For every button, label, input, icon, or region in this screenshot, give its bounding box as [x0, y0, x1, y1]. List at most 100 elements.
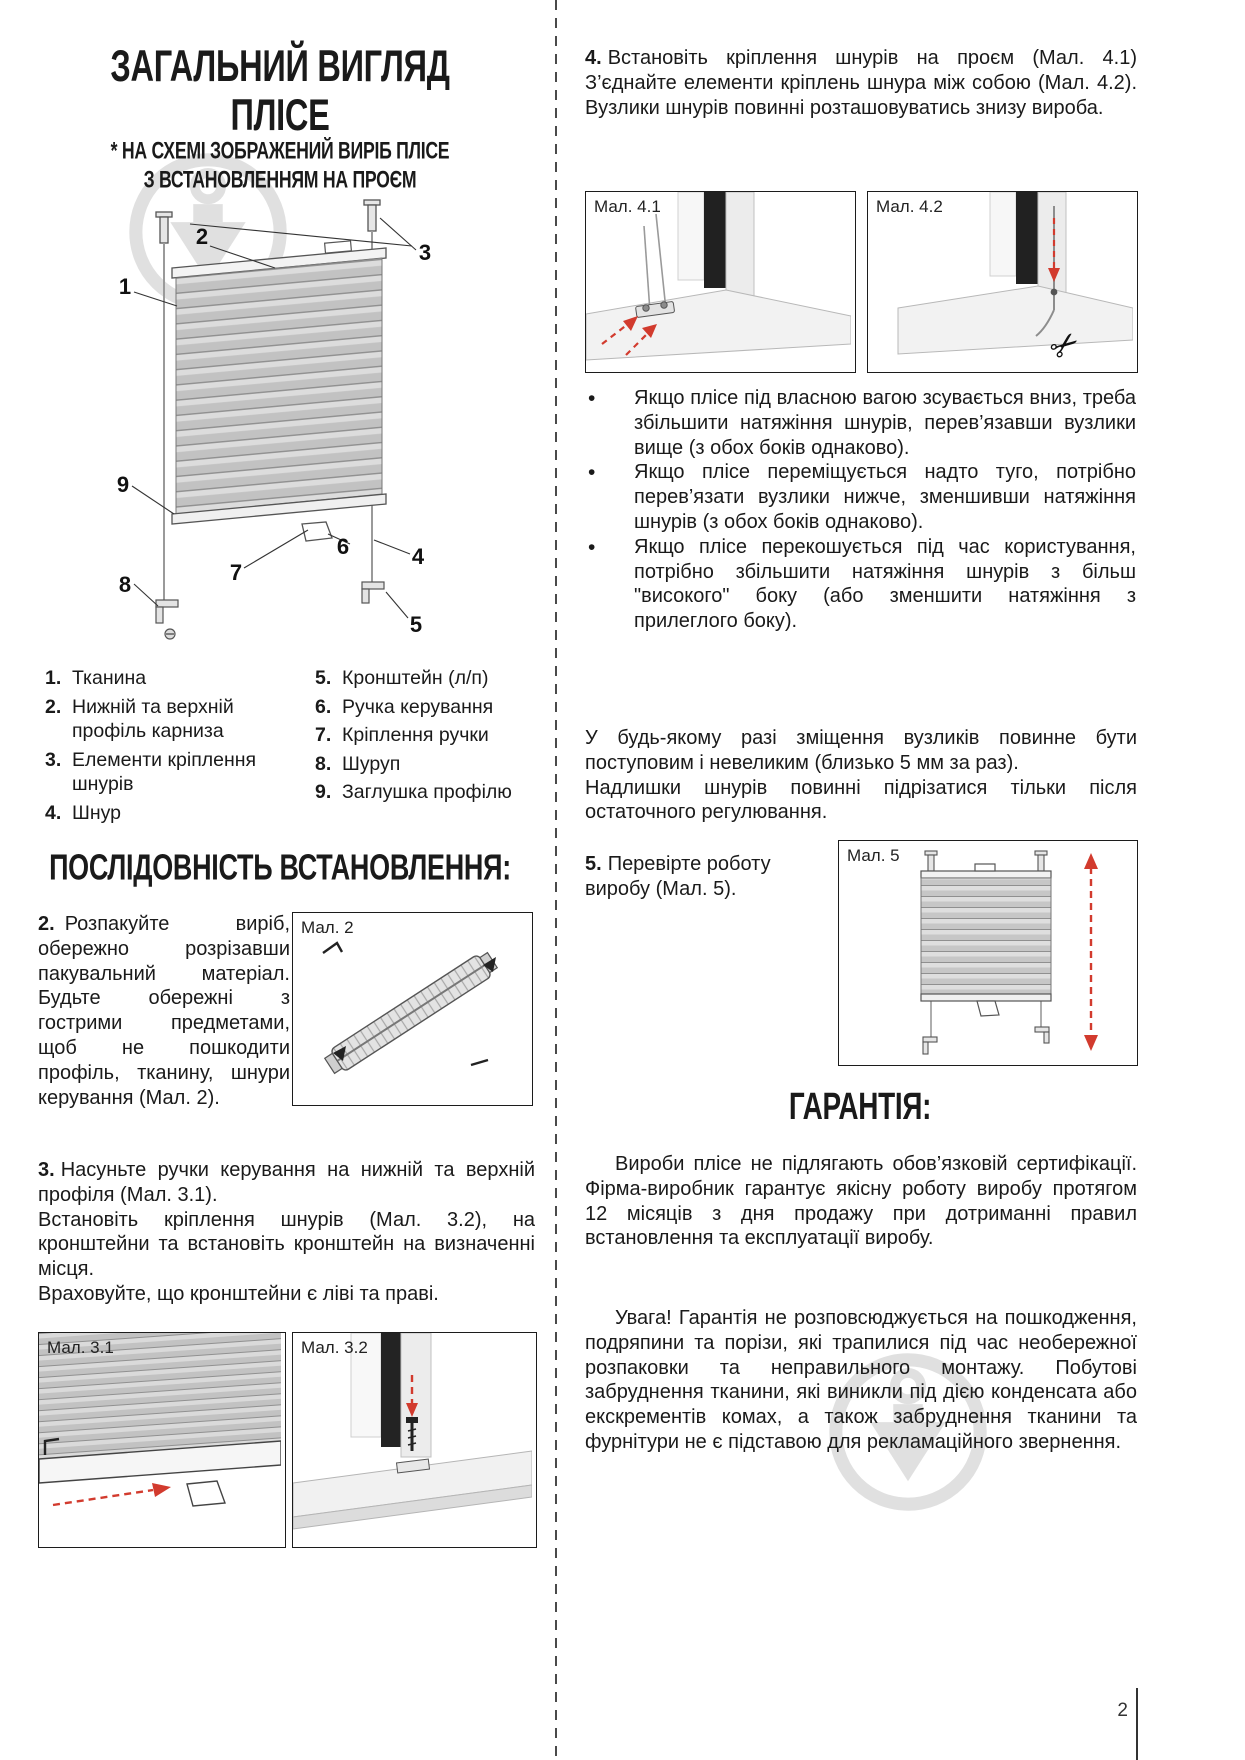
legend-item-text: Кріплення ручки — [342, 724, 489, 747]
bullet-item: • Якщо плісе переміщується надто туго, п… — [588, 460, 1136, 534]
note-paragraphs: У будь-якому разі зміщення вузликів пови… — [585, 726, 1137, 825]
step-3-text: Враховуйте, що кронштейни є ліві та прав… — [38, 1282, 439, 1305]
bottom-left-bracket — [155, 599, 179, 624]
diagram-callout-2: 2 — [196, 224, 208, 249]
diagram-callout-3: 3 — [419, 240, 431, 265]
figure-4-2-illustration: ✂ — [897, 192, 1134, 370]
legend-item: 1. Тканина — [45, 666, 310, 691]
legend-item: 3. Елементи кріплення шнурів — [45, 748, 310, 797]
figure-5-label: Мал. 5 — [847, 846, 900, 865]
legend-column-2: 5. Кронштейн (л/п) 6. Ручка керування 7.… — [315, 666, 537, 809]
warranty-paragraph-2: Увага! Гарантія не розповсюджується на п… — [585, 1307, 1137, 1453]
legend-item-number: 8. — [315, 752, 332, 775]
figure-4-2-label: Мал. 4.2 — [876, 197, 943, 216]
screw — [406, 1417, 418, 1451]
page-subtitle-line: * НА СХЕМІ ЗОБРАЖЕНИЙ ВИРІБ ПЛІСЕ — [110, 138, 450, 165]
legend-item: 6. Ручка керування — [315, 695, 537, 720]
adjustment-bullet-list: • Якщо плісе під власною вагою зсуваєтьс… — [588, 386, 1136, 634]
legend-item: 4. Шнур — [45, 801, 310, 826]
top-profile — [171, 247, 387, 279]
bullet-item: • Якщо плісе під власною вагою зсуваєтьс… — [588, 386, 1136, 460]
warranty-paragraph-1: Вироби плісе не підлягають обов’язковій … — [585, 1153, 1137, 1250]
legend-item-text: Шуруп — [342, 752, 401, 775]
top-handle — [323, 240, 353, 254]
bullet-text: Якщо плісе переміщується надто туго, пот… — [634, 461, 1136, 533]
cord-bracket — [635, 301, 675, 318]
bullet-text: Якщо плісе під власною вагою зсувається … — [634, 387, 1136, 459]
diagram-callout-9: 9 — [117, 472, 129, 497]
column-divider — [555, 0, 558, 1760]
legend-item-number: 4. — [45, 801, 62, 824]
figure-3-1-box: Мал. 3.1 — [38, 1332, 286, 1548]
warranty-title: ГАРАНТІЯ: — [788, 1086, 932, 1128]
blind-overview-diagram: 1 2 3 4 5 6 7 8 9 — [117, 199, 431, 640]
pleated-fabric — [175, 257, 383, 515]
screw — [164, 628, 176, 640]
diagram-callout-6: 6 — [337, 534, 349, 559]
legend-item-number: 6. — [315, 695, 332, 718]
diagram-callout-8: 8 — [119, 572, 131, 597]
step-3-text: Насуньте ручки керування на нижній та ве… — [38, 1159, 535, 1206]
legend-item: 9. Заглушка профілю — [315, 780, 537, 805]
bullet-text: Якщо плісе перекошується під час користу… — [634, 535, 1136, 633]
legend-item-number: 3. — [45, 748, 62, 771]
callout-leader-lines — [131, 217, 417, 619]
legend-item-text: Елементи кріплення шнурів — [72, 748, 257, 796]
figure-2-box: Мал. 2 — [292, 912, 533, 1106]
bottom-profile — [171, 493, 387, 525]
legend-item-text: Кронштейн (л/п) — [342, 667, 489, 689]
figure-3-2-illustration — [293, 1333, 533, 1530]
control-handle — [301, 521, 333, 542]
page-subtitle-line: З ВСТАНОВЛЕННЯМ НА ПРОЄМ — [143, 167, 417, 194]
bullet-marker: • — [588, 461, 596, 485]
install-sequence-title: ПОСЛІДОВНІСТЬ ВСТАНОВЛЕННЯ: — [49, 848, 511, 889]
figure-3-1-label: Мал. 3.1 — [47, 1338, 114, 1357]
step-4-number: 4. — [585, 47, 602, 69]
figure-4-1-label: Мал. 4.1 — [594, 197, 661, 216]
diagram-callout-1: 1 — [119, 274, 131, 299]
page-title-line: ПЛІСЕ — [230, 91, 330, 141]
figure-4-1-box: Мал. 4.1 — [585, 191, 856, 373]
page-title: ЗАГАЛЬНИЙ ВИГЛЯД ПЛІСЕ — [57, 42, 503, 141]
step-2-text: Розпакуйте виріб, обережно розрізавши па… — [38, 913, 290, 1109]
diagram-callout-7: 7 — [230, 560, 242, 585]
legend-column-1: 1. Тканина 2. Нижній та верхній профіль … — [45, 666, 310, 829]
legend-item: 7. Кріплення ручки — [315, 723, 537, 748]
figure-3-2-box: Мал. 3.2 — [292, 1332, 537, 1548]
step-5-number: 5. — [585, 853, 602, 875]
page-title-line: ЗАГАЛЬНИЙ ВИГЛЯД — [110, 42, 450, 92]
cord-knot — [1050, 288, 1058, 296]
legend-item-number: 2. — [45, 695, 62, 718]
legend-item-text: Нижній та верхній профіль карниза — [72, 695, 234, 743]
step-4-paragraph: 4.Встановіть кріплення шнурів на проєм (… — [585, 46, 1137, 120]
step-5-text: Перевірте роботу виробу (Мал. 5). — [585, 853, 771, 900]
figure-3-1-illustration — [39, 1333, 282, 1507]
legend-item-text: Тканина — [72, 667, 147, 689]
step-2-paragraph: 2.Розпакуйте виріб, обережно розрізавши … — [38, 912, 290, 1110]
step-5-paragraph: 5.Перевірте роботу виробу (Мал. 5). — [585, 852, 833, 902]
page-number: 2 — [1117, 1700, 1128, 1721]
figure-2-illustration — [322, 941, 499, 1075]
figure-2-label: Мал. 2 — [301, 918, 354, 937]
figure-5-box: Мал. 5 — [838, 840, 1138, 1066]
note-paragraph: Надлишки шнурів повинні підрізатися тіль… — [585, 776, 1137, 824]
step-3-paragraph: 3.Насуньте ручки керування на нижній та … — [38, 1158, 535, 1307]
figure-5-illustration — [920, 850, 1098, 1055]
legend-item-number: 1. — [45, 667, 62, 689]
bottom-right-bracket — [361, 581, 385, 604]
handle-piece — [186, 1480, 226, 1507]
bullet-item: • Якщо плісе перекошується під час корис… — [588, 535, 1136, 634]
legend-item: 2. Нижній та верхній профіль карниза — [45, 695, 310, 744]
legend-item: 8. Шуруп — [315, 752, 537, 777]
note-paragraph: У будь-якому разі зміщення вузликів пови… — [585, 727, 1137, 774]
legend-item-number: 7. — [315, 724, 332, 747]
step-2-number: 2. — [38, 913, 55, 935]
legend-item: 5. Кронштейн (л/п) — [315, 666, 537, 691]
bullet-marker: • — [588, 535, 596, 559]
figure-4-1-illustration — [586, 192, 852, 361]
bracket-piece — [395, 1458, 431, 1474]
diagram-callout-4: 4 — [412, 544, 425, 569]
legend-item-number: 9. — [315, 781, 332, 804]
bullet-marker: • — [588, 387, 596, 410]
watermark-logo — [829, 1353, 987, 1511]
